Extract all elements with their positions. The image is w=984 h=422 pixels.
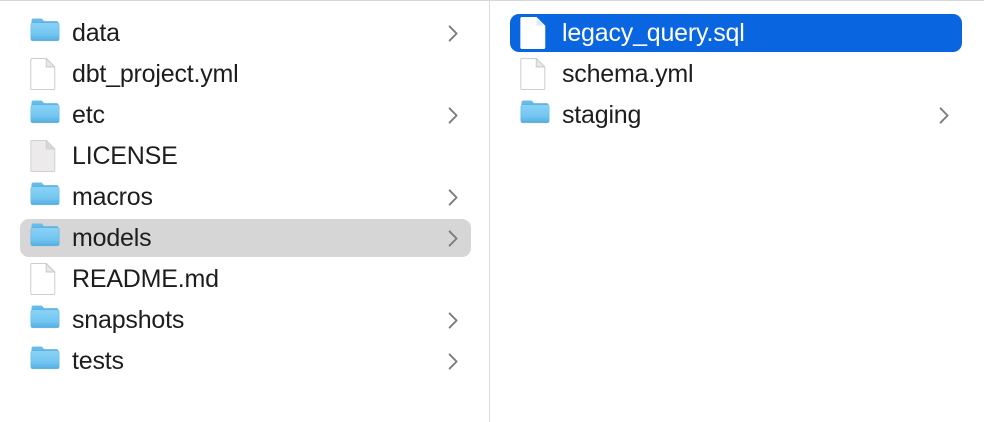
folder-icon xyxy=(30,346,60,370)
file-name-label: staging xyxy=(562,101,642,129)
document-icon xyxy=(30,140,56,172)
chevron-right-icon xyxy=(448,24,458,42)
file-row-folder[interactable]: etc xyxy=(20,96,471,134)
file-row-folder[interactable]: tests xyxy=(20,342,471,380)
folder-icon xyxy=(30,18,60,42)
document-icon xyxy=(520,17,546,49)
document-icon xyxy=(30,58,60,90)
file-name-label: models xyxy=(72,224,152,252)
file-row-folder[interactable]: macros xyxy=(20,178,471,216)
folder-icon xyxy=(30,222,60,254)
file-name-label: data xyxy=(72,19,120,47)
document-icon xyxy=(520,58,550,90)
folder-icon xyxy=(30,305,60,329)
disclosure-chevron[interactable] xyxy=(934,105,954,125)
file-name-label: macros xyxy=(72,183,153,211)
file-row-file[interactable]: legacy_query.sql xyxy=(510,14,962,52)
document-icon xyxy=(30,58,56,90)
disclosure-chevron[interactable] xyxy=(443,228,463,248)
file-name-label: schema.yml xyxy=(562,60,694,88)
folder-icon xyxy=(30,345,60,377)
file-row-file[interactable]: README.md xyxy=(20,260,471,298)
disclosure-chevron[interactable] xyxy=(443,105,463,125)
file-name-label: LICENSE xyxy=(72,142,178,170)
disclosure-chevron[interactable] xyxy=(443,310,463,330)
folder-icon xyxy=(30,304,60,336)
folder-icon xyxy=(30,100,60,124)
chevron-right-icon xyxy=(448,352,458,370)
folder-icon xyxy=(30,181,60,213)
file-column-child[interactable]: legacy_query.sql schema.yml staging xyxy=(490,1,983,422)
file-row-folder[interactable]: snapshots xyxy=(20,301,471,339)
chevron-right-icon xyxy=(939,106,949,124)
document-icon xyxy=(30,263,56,295)
disclosure-chevron[interactable] xyxy=(443,23,463,43)
file-row-file[interactable]: schema.yml xyxy=(510,55,962,93)
file-name-label: tests xyxy=(72,347,124,375)
document-icon xyxy=(30,140,60,172)
document-icon xyxy=(520,17,550,49)
folder-icon xyxy=(520,99,550,131)
file-row-folder[interactable]: data xyxy=(20,14,471,52)
file-name-label: dbt_project.yml xyxy=(72,60,239,88)
folder-icon xyxy=(30,99,60,131)
folder-icon xyxy=(30,17,60,49)
chevron-right-icon xyxy=(448,106,458,124)
file-name-label: legacy_query.sql xyxy=(562,19,745,47)
chevron-right-icon xyxy=(448,229,458,247)
disclosure-chevron[interactable] xyxy=(443,351,463,371)
document-icon xyxy=(30,263,60,295)
file-row-file[interactable]: dbt_project.yml xyxy=(20,55,471,93)
chevron-right-icon xyxy=(448,188,458,206)
document-icon xyxy=(520,58,546,90)
file-name-label: etc xyxy=(72,101,105,129)
folder-icon xyxy=(520,100,550,124)
file-row-folder[interactable]: models xyxy=(20,219,471,257)
folder-icon xyxy=(30,182,60,206)
chevron-right-icon xyxy=(448,311,458,329)
file-name-label: snapshots xyxy=(72,306,185,334)
file-row-folder[interactable]: staging xyxy=(510,96,962,134)
disclosure-chevron[interactable] xyxy=(443,187,463,207)
folder-icon xyxy=(30,223,60,247)
file-row-file[interactable]: LICENSE xyxy=(20,137,471,175)
file-name-label: README.md xyxy=(72,265,219,293)
